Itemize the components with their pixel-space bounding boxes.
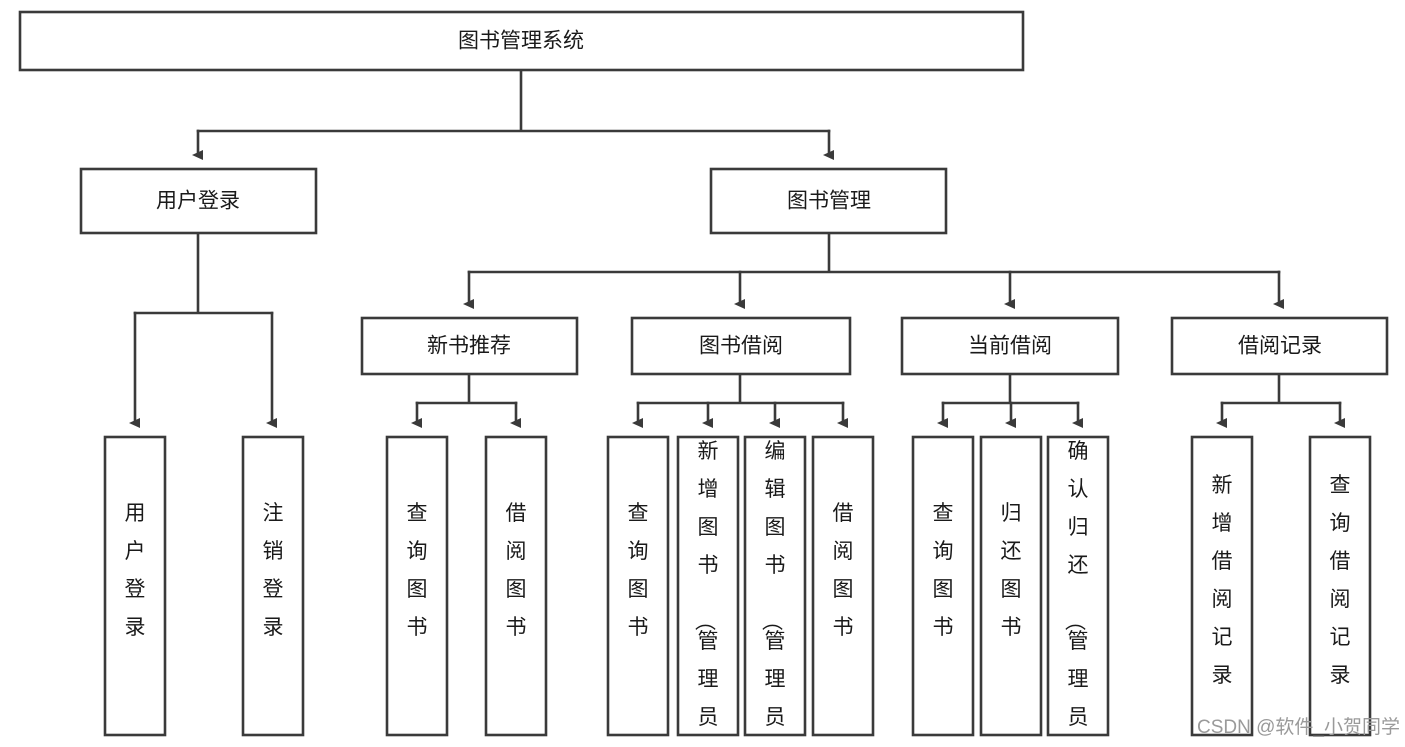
connector-bookborrow-bus <box>636 372 845 405</box>
node-leaf-logout-login-label: 注销登录 <box>263 502 284 639</box>
node-leaf-query-book-3[interactable]: 查询图书 <box>911 435 975 737</box>
node-book-management-label: 图书管理 <box>787 190 871 213</box>
node-leaf-return-book[interactable]: 归还图书 <box>979 435 1043 737</box>
node-leaf-query-record-box[interactable] <box>1308 435 1372 737</box>
node-leaf-confirm-return-label: 确认归还（管理员） <box>1063 440 1089 747</box>
node-new-book-recommend-box[interactable] <box>360 316 579 376</box>
connector-bookmgmt-bus <box>467 231 1281 274</box>
node-leaf-add-record[interactable]: 新增借阅记录 <box>1190 435 1254 737</box>
node-leaf-query-book-1[interactable]: 查询图书 <box>385 435 449 737</box>
node-borrow-record-label: 借阅记录 <box>1238 335 1322 358</box>
node-leaf-borrow-book-2-box[interactable] <box>811 435 875 737</box>
node-leaf-add-book-label: 新增图书（管理员） <box>693 440 719 747</box>
connector-borrowrecord-bus <box>1220 372 1342 405</box>
node-root-box[interactable] <box>18 10 1025 72</box>
node-new-book-recommend[interactable]: 新书推荐 <box>360 316 579 376</box>
node-leaf-add-record-box[interactable] <box>1190 435 1254 737</box>
node-leaf-edit-book[interactable]: 编辑图书（管理员） <box>743 435 807 747</box>
node-leaf-query-book-2-box[interactable] <box>606 435 670 737</box>
node-leaf-confirm-return[interactable]: 确认归还（管理员） <box>1046 435 1110 747</box>
node-new-book-recommend-label: 新书推荐 <box>427 335 511 358</box>
node-leaf-user-login[interactable]: 用户登录 <box>103 435 167 737</box>
connector-root-bus <box>196 68 831 133</box>
connector-currentborrow-bus <box>941 372 1080 405</box>
connector-newbook-bus <box>415 372 518 405</box>
node-leaf-edit-book-label: 编辑图书（管理员） <box>760 440 786 747</box>
node-leaf-confirm-return-box[interactable] <box>1046 435 1110 737</box>
node-leaf-query-book-2[interactable]: 查询图书 <box>606 435 670 737</box>
node-leaf-logout-login-box[interactable] <box>241 435 305 737</box>
node-leaf-return-book-box[interactable] <box>979 435 1043 737</box>
node-leaf-query-book-3-box[interactable] <box>911 435 975 737</box>
node-book-management[interactable]: 图书管理 <box>709 167 948 235</box>
node-leaf-add-book-box[interactable] <box>676 435 740 737</box>
node-leaf-borrow-book-2-label: 借阅图书 <box>833 502 854 639</box>
node-leaf-logout-login[interactable]: 注销登录 <box>241 435 305 737</box>
node-book-management-box[interactable] <box>709 167 948 235</box>
node-leaf-user-login-label: 用户登录 <box>125 502 146 639</box>
node-leaf-borrow-book-1-label: 借阅图书 <box>506 502 527 639</box>
node-leaf-return-book-label: 归还图书 <box>1001 502 1022 639</box>
node-leaf-query-book-2-label: 查询图书 <box>628 502 649 639</box>
node-leaf-borrow-book-1-box[interactable] <box>484 435 548 737</box>
node-user-login-box[interactable] <box>79 167 318 235</box>
node-root-label: 图书管理系统 <box>458 30 584 53</box>
node-leaf-edit-book-box[interactable] <box>743 435 807 737</box>
csdn-watermark: CSDN @软件_小贺同学 <box>1197 716 1400 738</box>
node-leaf-user-login-box[interactable] <box>103 435 167 737</box>
node-user-login[interactable]: 用户登录 <box>79 167 318 235</box>
node-book-borrow-label: 图书借阅 <box>699 335 783 358</box>
node-root[interactable]: 图书管理系统 <box>18 10 1025 72</box>
connector-layer <box>129 68 1345 428</box>
node-borrow-record[interactable]: 借阅记录 <box>1170 316 1389 376</box>
node-leaf-query-book-1-label: 查询图书 <box>407 502 428 639</box>
node-leaf-query-record[interactable]: 查询借阅记录 <box>1308 435 1372 737</box>
node-leaf-add-record-label: 新增借阅记录 <box>1212 474 1233 687</box>
node-leaf-query-book-1-box[interactable] <box>385 435 449 737</box>
node-book-borrow-box[interactable] <box>630 316 852 376</box>
node-leaf-query-record-label: 查询借阅记录 <box>1330 474 1351 687</box>
connector-userlogin-bus <box>133 231 274 315</box>
node-leaf-borrow-book-2[interactable]: 借阅图书 <box>811 435 875 737</box>
node-current-borrow-label: 当前借阅 <box>968 335 1052 358</box>
node-leaf-query-book-3-label: 查询图书 <box>933 502 954 639</box>
node-current-borrow-box[interactable] <box>900 316 1120 376</box>
node-borrow-record-box[interactable] <box>1170 316 1389 376</box>
node-leaf-add-book[interactable]: 新增图书（管理员） <box>676 435 740 747</box>
node-leaf-borrow-book-1[interactable]: 借阅图书 <box>484 435 548 737</box>
node-user-login-label: 用户登录 <box>156 190 240 213</box>
node-book-borrow[interactable]: 图书借阅 <box>630 316 852 376</box>
node-current-borrow[interactable]: 当前借阅 <box>900 316 1120 376</box>
